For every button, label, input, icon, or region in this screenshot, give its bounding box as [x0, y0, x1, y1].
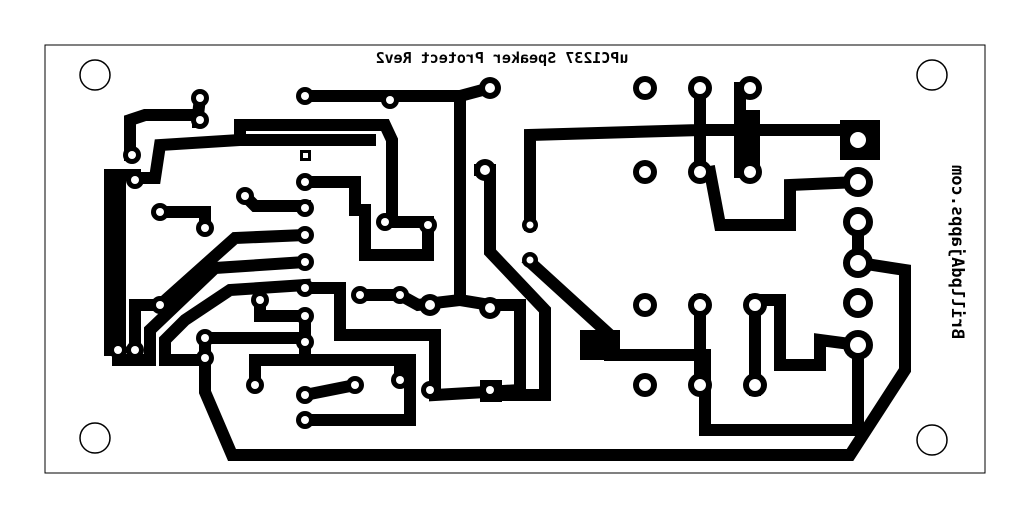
mounting-hole-top-right	[916, 59, 948, 91]
mounting-hole-top-left	[79, 59, 111, 91]
side-label-group: BrillpdAjapps.com	[947, 165, 967, 339]
board-title-group: uPC1237 Speaker Protect Rev2	[376, 49, 629, 67]
side-label: BrillpdAjapps.com	[947, 165, 967, 339]
mounting-hole-bottom-left	[79, 422, 111, 454]
board-title: uPC1237 Speaker Protect Rev2	[376, 49, 629, 67]
pads	[109, 76, 873, 429]
mounting-hole-bottom-right	[916, 424, 948, 456]
